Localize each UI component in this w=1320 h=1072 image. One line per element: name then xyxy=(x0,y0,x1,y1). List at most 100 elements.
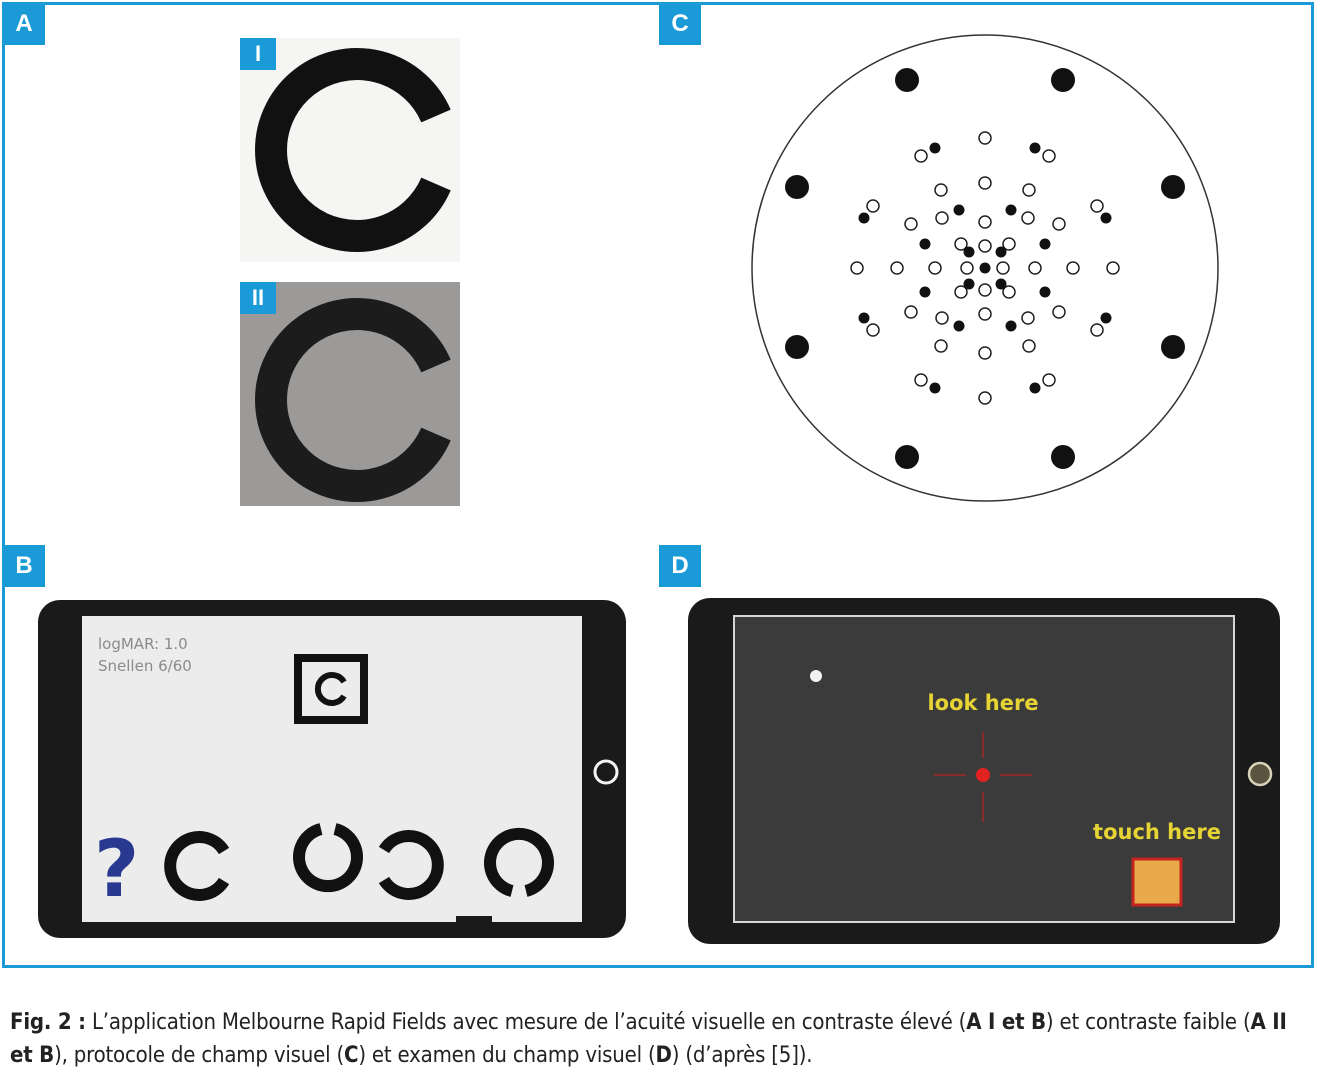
open-stimulus-ring xyxy=(954,237,968,251)
inner-stimulus-dot xyxy=(919,286,931,298)
field-boundary-circle xyxy=(751,34,1219,502)
inner-stimulus-dot xyxy=(1039,238,1051,250)
figure-caption: Fig. 2 : L’application Melbourne Rapid F… xyxy=(10,1006,1315,1072)
inner-stimulus-dot xyxy=(953,204,965,216)
caption-text: L’application Melbourne Rapid Fields ave… xyxy=(85,1010,967,1035)
caption-fig-label: Fig. 2 : xyxy=(10,1010,86,1035)
inner-stimulus-dot xyxy=(953,320,965,332)
open-stimulus-ring xyxy=(978,215,992,229)
figure-frame xyxy=(2,2,1314,968)
open-stimulus-ring xyxy=(935,211,949,225)
panel-c-label: C xyxy=(659,3,701,45)
choice-c-down[interactable] xyxy=(484,827,554,897)
inner-stimulus-dot xyxy=(929,142,941,154)
caption-bold-4: D xyxy=(655,1043,672,1068)
fixation-crosshair xyxy=(934,732,1032,822)
inner-stimulus-dot xyxy=(1039,286,1051,298)
tablet-acuity-test: logMAR: 1.0 Snellen 6/60 ? xyxy=(38,600,626,938)
home-button[interactable] xyxy=(593,759,619,785)
open-stimulus-ring xyxy=(1022,183,1036,197)
visual-field-protocol xyxy=(751,34,1219,502)
inner-stimulus-dot xyxy=(1005,320,1017,332)
open-stimulus-ring xyxy=(978,307,992,321)
inner-stimulus-dot xyxy=(979,262,991,274)
home-button[interactable] xyxy=(1247,761,1273,787)
open-stimulus-ring xyxy=(996,261,1010,275)
panel-a-label: A xyxy=(3,3,45,45)
caption-text: ) et contraste faible ( xyxy=(1045,1010,1251,1035)
outer-stimulus-dot xyxy=(785,335,809,359)
outer-stimulus-dot xyxy=(1161,335,1185,359)
inner-stimulus-dot xyxy=(1029,382,1041,394)
open-stimulus-ring xyxy=(914,149,928,163)
choice-c-left[interactable] xyxy=(378,830,444,900)
caption-bold-3: C xyxy=(343,1043,359,1068)
logmar-label: logMAR: 1.0 xyxy=(98,635,188,653)
caption-text: ), protocole de champ visuel ( xyxy=(54,1043,344,1068)
tablet-field-test: look here touch here xyxy=(688,598,1280,944)
open-stimulus-ring xyxy=(904,217,918,231)
open-stimulus-ring xyxy=(954,285,968,299)
open-stimulus-ring xyxy=(1022,339,1036,353)
snellen-label: Snellen 6/60 xyxy=(98,657,192,675)
inner-stimulus-dot xyxy=(1029,142,1041,154)
open-stimulus-ring xyxy=(1090,323,1104,337)
stimulus-dot xyxy=(810,670,822,682)
panel-a-sub-i-label: I xyxy=(240,38,276,70)
open-stimulus-ring xyxy=(928,261,942,275)
open-stimulus-ring xyxy=(1002,237,1016,251)
open-stimulus-ring xyxy=(890,261,904,275)
touch-here-label: touch here xyxy=(1093,820,1221,844)
open-stimulus-ring xyxy=(866,323,880,337)
open-stimulus-ring xyxy=(978,239,992,253)
choice-c-up[interactable] xyxy=(293,823,363,893)
caption-bold-1: A I et B xyxy=(966,1010,1046,1035)
open-stimulus-ring xyxy=(978,131,992,145)
open-stimulus-ring xyxy=(978,346,992,360)
inner-stimulus-dot xyxy=(1100,212,1112,224)
dont-know-button[interactable]: ? xyxy=(94,825,139,915)
target-optotype-frame xyxy=(294,654,368,724)
open-stimulus-ring xyxy=(1021,211,1035,225)
inner-stimulus-dot xyxy=(929,382,941,394)
inner-stimulus-dot xyxy=(858,312,870,324)
open-stimulus-ring xyxy=(1052,217,1066,231)
fixation-point xyxy=(976,768,990,782)
open-stimulus-ring xyxy=(934,183,948,197)
inner-stimulus-dot xyxy=(1100,312,1112,324)
inner-stimulus-dot xyxy=(995,246,1007,258)
open-stimulus-ring xyxy=(1052,305,1066,319)
open-stimulus-ring xyxy=(960,261,974,275)
open-stimulus-ring xyxy=(978,176,992,190)
inner-stimulus-dot xyxy=(858,212,870,224)
touch-target-button[interactable] xyxy=(1131,857,1183,907)
open-stimulus-ring xyxy=(934,339,948,353)
caption-bold-2: A II et B xyxy=(10,1010,1287,1068)
choice-c-right[interactable] xyxy=(164,831,230,901)
outer-stimulus-dot xyxy=(895,68,919,92)
look-here-label: look here xyxy=(927,691,1038,715)
open-stimulus-ring xyxy=(1021,311,1035,325)
open-stimulus-ring xyxy=(1042,149,1056,163)
open-stimulus-ring xyxy=(850,261,864,275)
panel-b-label: B xyxy=(3,545,45,587)
open-stimulus-ring xyxy=(935,311,949,325)
inner-stimulus-dot xyxy=(963,246,975,258)
open-stimulus-ring xyxy=(914,373,928,387)
caption-text: ) et examen du champ visuel ( xyxy=(358,1043,656,1068)
open-stimulus-ring xyxy=(1042,373,1056,387)
outer-stimulus-dot xyxy=(1051,68,1075,92)
open-stimulus-ring xyxy=(978,283,992,297)
low-contrast-landolt-c xyxy=(240,282,460,506)
inner-stimulus-dot xyxy=(1005,204,1017,216)
panel-d-label: D xyxy=(659,545,701,587)
high-contrast-landolt-c xyxy=(240,38,460,262)
open-stimulus-ring xyxy=(1028,261,1042,275)
panel-a-sub-ii-label: II xyxy=(240,282,276,314)
open-stimulus-ring xyxy=(904,305,918,319)
inner-stimulus-dot xyxy=(919,238,931,250)
open-stimulus-ring xyxy=(1066,261,1080,275)
open-stimulus-ring xyxy=(1090,199,1104,213)
inner-stimulus-dot xyxy=(995,278,1007,290)
outer-stimulus-dot xyxy=(895,445,919,469)
